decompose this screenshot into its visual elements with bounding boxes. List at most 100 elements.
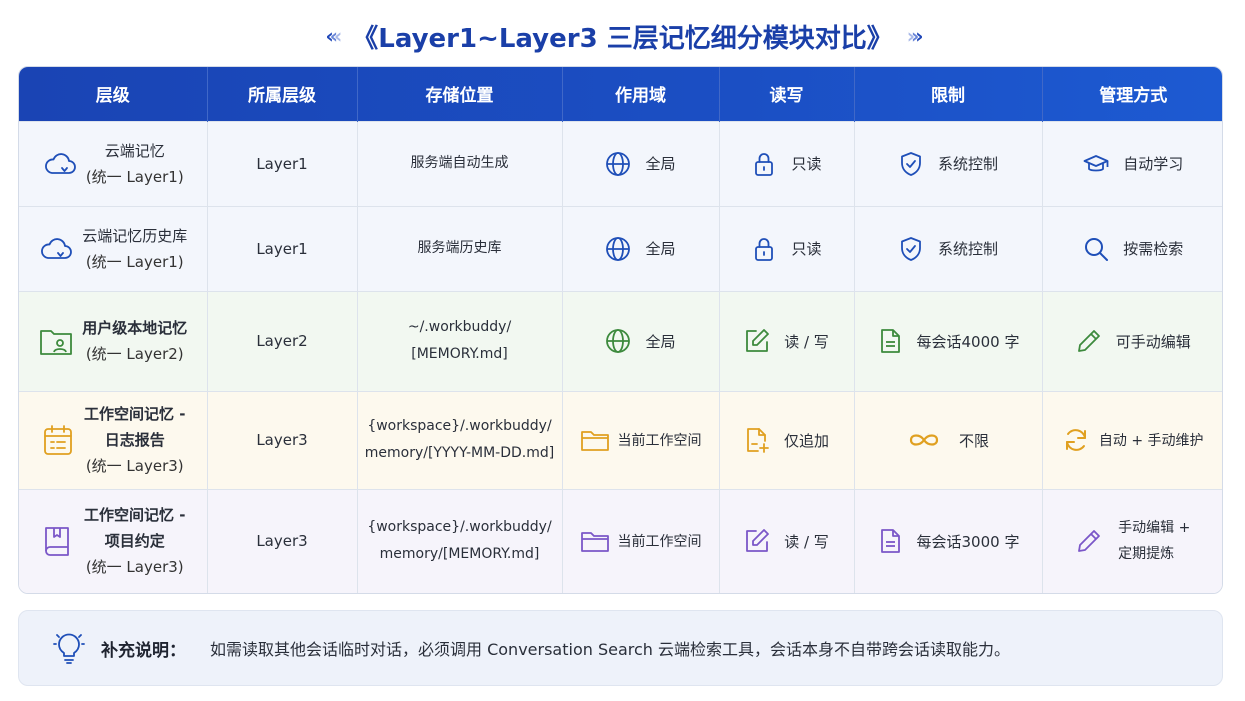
note-label: 补充说明： <box>101 640 186 661</box>
folder-icon <box>580 532 609 553</box>
layer-cell: Layer3 <box>207 488 358 593</box>
calendar-icon <box>44 425 72 455</box>
storage-line: 服务端自动生成 <box>410 155 509 171</box>
level-cell: 用户级本地记忆 (统一 Layer2) <box>19 290 208 391</box>
table-row: 工作空间记忆 - 项目约定 (统一 Layer3) Layer3 {worksp… <box>19 488 1222 593</box>
scope-text: 全局 <box>645 332 676 351</box>
header-scope: 作用域 <box>562 67 720 121</box>
limit-cell: 不限 <box>854 390 1043 489</box>
manage-text: 可手动编辑 <box>1115 332 1191 351</box>
storage-line: {workspace}/.workbuddy/ <box>367 519 552 536</box>
manage-text-line: 手动编辑 + <box>1118 520 1191 537</box>
edit-icon <box>746 529 770 553</box>
level-sub: (统一 Layer1) <box>85 167 184 186</box>
rw-cell: 只读 <box>719 205 855 291</box>
storage-cell: {workspace}/.workbuddy/ memory/[YYYY-MM-… <box>357 390 563 489</box>
graduation-cap-icon <box>1083 154 1109 171</box>
rw-text: 仅追加 <box>783 431 829 450</box>
title-right-chevrons: ››› <box>906 24 924 48</box>
limit-cell: 系统控制 <box>854 120 1043 206</box>
scope-text: 全局 <box>645 155 676 173</box>
rw-text: 只读 <box>791 240 822 258</box>
rw-cell: 读 / 写 <box>719 488 855 593</box>
level-name-line: 工作空间记忆 - <box>84 506 186 525</box>
shield-check-icon <box>901 236 921 261</box>
rw-text: 读 / 写 <box>784 332 829 351</box>
level-name: 云端记忆 <box>104 141 165 160</box>
layer-cell: Layer3 <box>207 390 358 489</box>
level-name-line: 项目约定 <box>104 532 165 551</box>
level-name-line: 日志报告 <box>104 431 165 449</box>
layer-cell: Layer1 <box>207 205 358 291</box>
scope-cell: 当前工作空间 <box>562 488 720 593</box>
globe-icon <box>606 151 631 176</box>
level-cell: 云端记忆 (统一 Layer1) <box>19 120 208 206</box>
pencil-icon <box>1078 530 1101 553</box>
search-icon <box>1085 237 1109 261</box>
limit-text: 系统控制 <box>937 155 998 173</box>
limit-text: 每会话3000 字 <box>916 532 1020 551</box>
globe-icon <box>606 329 631 353</box>
scope-cell: 全局 <box>562 205 720 291</box>
lightbulb-icon <box>53 633 85 664</box>
table-row: 用户级本地记忆 (统一 Layer2) Layer2 ~/.workbuddy/… <box>19 290 1222 391</box>
manage-text: 自动学习 <box>1123 155 1184 173</box>
layer-cell: Layer2 <box>207 290 358 391</box>
manage-cell: 可手动编辑 <box>1042 290 1222 391</box>
level-sub: (统一 Layer2) <box>85 345 184 363</box>
file-plus-icon <box>747 428 769 453</box>
rw-text: 只读 <box>791 155 822 173</box>
limit-text: 每会话4000 字 <box>916 332 1020 351</box>
header-storage: 存储位置 <box>357 67 563 121</box>
storage-line: {workspace}/.workbuddy/ <box>367 418 552 434</box>
storage-line: ~/.workbuddy/ <box>407 319 512 335</box>
book-icon <box>45 527 69 557</box>
note-text: 如需读取其他会话临时对话，必须调用 Conversation Search 云端… <box>210 640 1011 659</box>
limit-cell: 每会话4000 字 <box>854 290 1043 391</box>
scope-cell: 当前工作空间 <box>562 390 720 489</box>
limit-text: 不限 <box>958 431 989 450</box>
table-row: 云端记忆 (统一 Layer1) Layer1 服务端自动生成 全局 <box>19 120 1222 206</box>
scope-text: 当前工作空间 <box>617 433 702 449</box>
level-cell: 云端记忆历史库 (统一 Layer1) <box>19 205 208 291</box>
storage-line: [MEMORY.md] <box>411 346 508 362</box>
storage-line: 服务端历史库 <box>417 240 502 256</box>
page-title: 《Layer1~Layer3 三层记忆细分模块对比》 <box>352 23 893 54</box>
globe-icon <box>606 236 631 261</box>
document-icon <box>880 329 900 353</box>
rw-cell: 仅追加 <box>719 390 855 489</box>
level-name: 用户级本地记忆 <box>82 319 188 337</box>
manage-cell: 自动学习 <box>1042 120 1222 206</box>
storage-cell: 服务端历史库 <box>357 205 563 291</box>
cloud-icon <box>44 152 76 174</box>
storage-line: memory/[YYYY-MM-DD.md] <box>364 445 555 461</box>
header-rw: 读写 <box>719 67 855 121</box>
header-manage: 管理方式 <box>1099 86 1168 107</box>
title-row: ‹‹‹ 《Layer1~Layer3 三层记忆细分模块对比》 ››› <box>0 14 1245 58</box>
rw-cell: 读 / 写 <box>719 290 855 391</box>
folder-icon <box>580 431 609 451</box>
table-row: 工作空间记忆 - 日志报告 (统一 Layer3) Layer3 {worksp… <box>19 390 1222 489</box>
infinity-icon <box>909 434 939 446</box>
header-limit: 限制 <box>854 67 1043 121</box>
user-folder-icon <box>40 330 73 355</box>
cloud-icon <box>41 237 73 259</box>
storage-line: memory/[MEMORY.md] <box>379 546 540 563</box>
level-sub: (统一 Layer1) <box>85 252 184 271</box>
shield-check-icon <box>901 151 921 176</box>
scope-cell: 全局 <box>562 290 720 391</box>
level-cell: 工作空间记忆 - 项目约定 (统一 Layer3) <box>19 488 208 593</box>
storage-cell: ~/.workbuddy/ [MEMORY.md] <box>357 290 563 391</box>
rw-cell: 只读 <box>719 120 855 206</box>
level-sub: (统一 Layer3) <box>85 457 184 475</box>
manage-text-line: 定期提炼 <box>1118 546 1175 563</box>
storage-cell: 服务端自动生成 <box>357 120 563 206</box>
title-left-chevrons: ‹‹‹ <box>325 24 343 48</box>
rw-text: 读 / 写 <box>784 532 829 551</box>
scope-cell: 全局 <box>562 120 720 206</box>
manage-cell: 自动 + 手动维护 <box>1042 390 1222 489</box>
level-name-line: 工作空间记忆 - <box>84 405 186 423</box>
note-box: 补充说明： 如需读取其他会话临时对话，必须调用 Conversation Sea… <box>18 610 1223 686</box>
scope-text: 当前工作空间 <box>617 534 702 551</box>
document-icon <box>880 529 900 554</box>
